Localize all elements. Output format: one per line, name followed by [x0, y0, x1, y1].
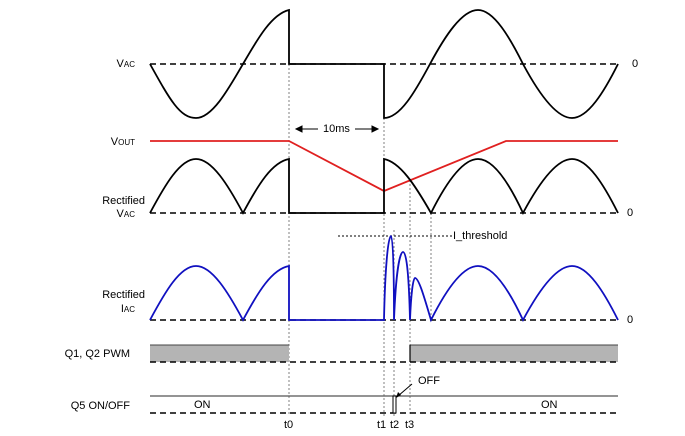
- vout-label-sub: OUT: [118, 138, 135, 147]
- q5-label: Q5 ON/OFF: [70, 400, 130, 412]
- time-marker-t0: t0: [284, 419, 294, 431]
- vout-label-main: V: [110, 136, 119, 148]
- threshold-label: I_threshold: [453, 230, 508, 242]
- vac-label: VAC: [95, 58, 135, 71]
- time-marker-t3: t3: [405, 419, 415, 431]
- q5-trace: [150, 383, 618, 414]
- rect-vac-zero-label: 0: [627, 207, 634, 219]
- interval-label: 10ms: [323, 123, 350, 135]
- vac-zero-label: 0: [632, 58, 639, 70]
- rect-vac-label: VAC: [95, 208, 135, 221]
- q5-state-right: ON: [541, 399, 558, 411]
- vout-label: VOUT: [90, 136, 135, 149]
- rect-iac-label-main: I: [120, 303, 124, 315]
- interval-arrow: [294, 125, 380, 133]
- rect-iac-label: IAC: [95, 303, 135, 316]
- vac-label-sub: AC: [123, 60, 135, 69]
- vac-trace: [149, 8, 619, 119]
- rect-vac-label-sub: AC: [123, 210, 135, 219]
- rect-iac-zero-label: 0: [627, 314, 634, 326]
- pwm-trace: [150, 344, 618, 363]
- rect-iac-label-line1: Rectified: [102, 289, 145, 301]
- q5-state-left: ON: [194, 399, 211, 411]
- rect-vac-label-main: V: [116, 208, 124, 220]
- rect-vac-label-line1: Rectified: [102, 195, 145, 207]
- rectified-vac-trace: [149, 157, 619, 216]
- time-marker-t2: t2: [390, 419, 400, 431]
- time-marker-t1: t1: [377, 419, 387, 431]
- vac-label-main: V: [116, 58, 124, 70]
- time-marker-lines: [288, 64, 432, 416]
- rectified-iac-trace: [149, 235, 619, 323]
- pwm-label: Q1, Q2 PWM: [64, 348, 130, 360]
- q5-off-label: OFF: [418, 375, 440, 387]
- rect-iac-label-sub: AC: [123, 305, 135, 314]
